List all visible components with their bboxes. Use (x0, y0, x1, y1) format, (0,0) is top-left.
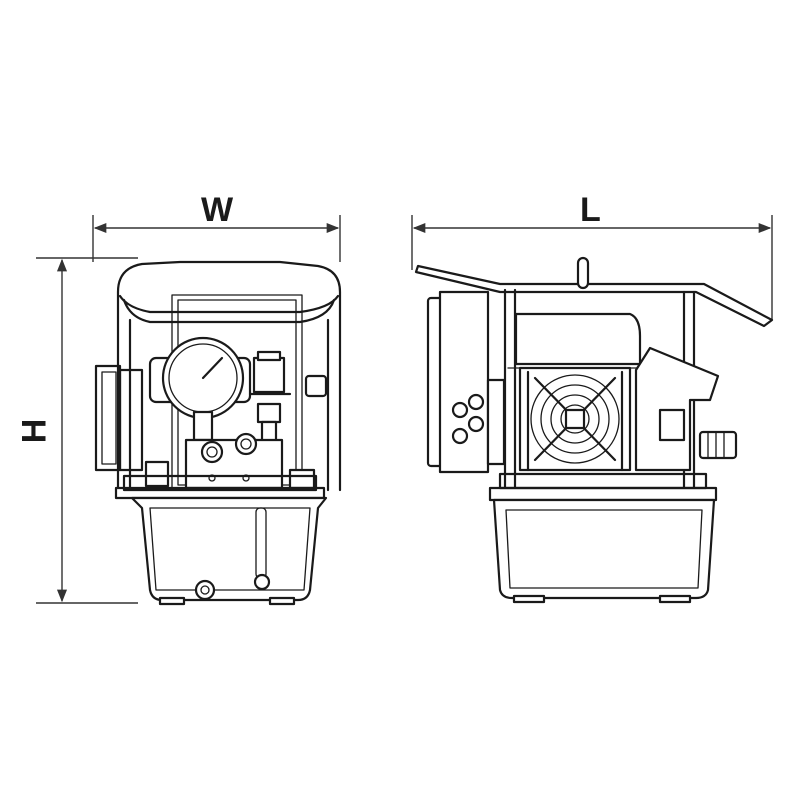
cooling-fan-icon (507, 366, 691, 475)
front-handle (116, 260, 342, 492)
side-view (414, 256, 774, 604)
length-label: L (580, 191, 601, 229)
height-dimension (36, 257, 138, 604)
width-dimension (92, 215, 341, 262)
oil-tank (130, 496, 328, 606)
side-oil-tank (492, 498, 716, 604)
valve-icon (248, 350, 328, 454)
height-label: H (15, 418, 54, 444)
front-view (94, 260, 342, 606)
pressure-gauge-icon (148, 336, 252, 442)
length-dimension (411, 215, 773, 320)
side-handle (414, 264, 774, 328)
width-label: W (201, 191, 234, 229)
